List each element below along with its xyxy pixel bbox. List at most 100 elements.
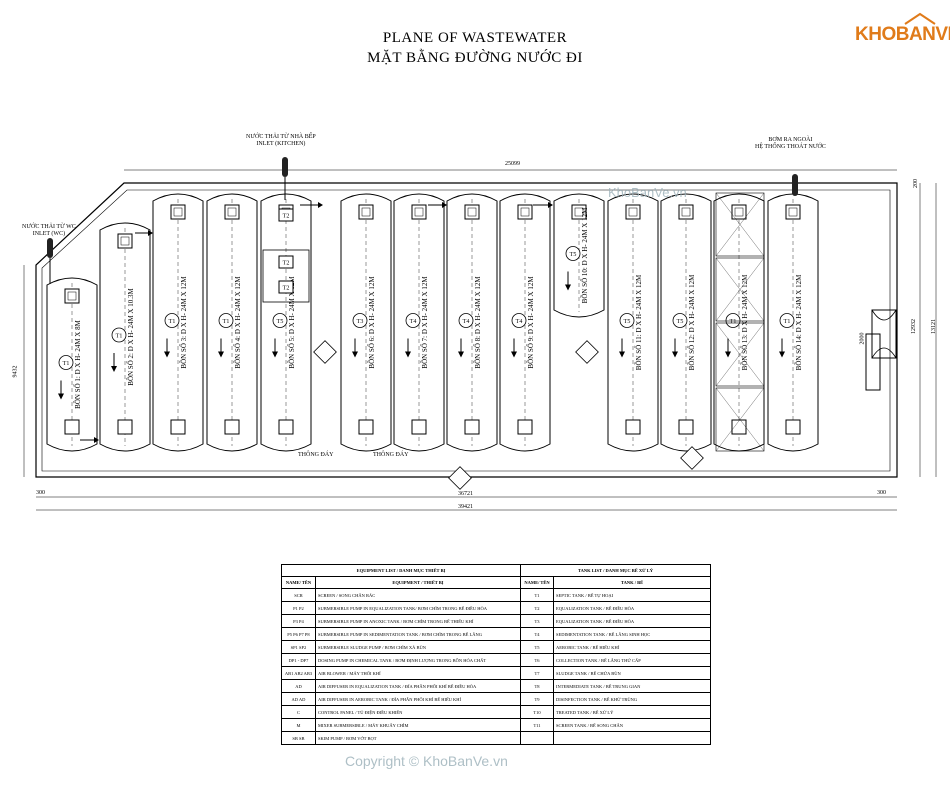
dim-top: 25099 <box>505 161 520 167</box>
tank-code: T9 <box>520 692 555 706</box>
flow-arrow-head <box>405 351 411 358</box>
transfer-arrow-head <box>442 202 447 208</box>
manhole-bottom <box>678 419 694 435</box>
flow-arrow-head <box>111 366 117 372</box>
manhole-top <box>170 204 186 220</box>
tank-desc: SEDIMENTATION TANK / BỂ LẮNG SINH HỌC <box>553 627 712 641</box>
tank-code: T1 <box>784 319 791 325</box>
title-vietnamese: MẶT BẰNG ĐƯỜNG NƯỚC ĐI <box>367 50 583 66</box>
flow-arrow-head <box>779 351 785 358</box>
equipment-code: SB SB <box>281 731 316 745</box>
tank-desc <box>553 731 712 745</box>
dim-left-margin: 300 <box>36 490 45 496</box>
tank-code: T3 <box>357 319 364 325</box>
tank-code: T10 <box>520 705 555 719</box>
filter-diagonal <box>715 322 765 387</box>
tank-name: BỒN SỐ 9: D X H- 24M X 12M <box>527 276 535 369</box>
tank-desc: TREATED TANK / BỂ XỬ LÝ <box>553 705 712 719</box>
tank-code-circle <box>511 313 527 328</box>
tank-name: BỒN SỐ 14: D X H- 24M X 12M <box>795 274 803 370</box>
tank-11: BỒN SỐ 11: D X H- 24M X 12M T5 <box>607 193 659 452</box>
manhole-top-inner <box>467 207 477 217</box>
equipment-header: EQUIPMENT LIST / DANH MỤC THIẾT BỊ <box>280 564 522 577</box>
tank-name: BỒN SỐ 10: D X H- 24M X 12M <box>581 207 589 303</box>
dim-right-margin: 300 <box>877 490 886 496</box>
tank-code: T1 <box>116 334 123 340</box>
tank-header: TANK LIST / DANH MỤC BỂ XỬ LÝ <box>520 564 712 577</box>
manhole-top <box>785 204 801 220</box>
equipment-code: AD <box>281 679 316 693</box>
inlet-kitchen-pipe <box>282 157 288 177</box>
flow-arrow-head <box>272 351 278 358</box>
flow-arrow-head <box>511 351 517 358</box>
tank-code-circle <box>164 313 180 328</box>
manhole-bottom <box>517 419 533 435</box>
tank-name: BỒN SỐ 11: D X H- 24M X 12M <box>635 274 643 370</box>
manhole-top <box>464 204 480 220</box>
tank-desc: INTERMEDIATE TANK / BỂ TRUNG GIAN <box>553 679 712 693</box>
equipment-desc: AIR DIFFUSER IN EQUALIZATION TANK / ĐĨA … <box>314 679 522 693</box>
tank-name: BỒN SỐ 12: D X H- 24M X 12M <box>688 274 696 370</box>
flow-arrow-head <box>672 351 678 358</box>
equipment-desc: SUBMERSIBLE PUMP IN SEDIMENTATION TANK /… <box>314 627 522 641</box>
flow-arrow-head <box>458 351 464 358</box>
control-box-4 <box>448 466 472 490</box>
watermark-top: KhoBanVe.vn <box>608 185 687 200</box>
tank-code-circle <box>111 327 127 343</box>
dim-inner: 36721 <box>458 491 473 497</box>
transfer-arrow-head <box>318 202 323 208</box>
manhole-top-inner <box>120 236 130 246</box>
tank-name: BỒN SỐ 1: D X H- 24M X 8M <box>74 319 82 408</box>
flow-arrow-head <box>725 351 731 358</box>
dim-right-small: 2000 <box>859 332 866 345</box>
equipment-code: AB1 AB2 AB3 <box>281 666 316 680</box>
manhole-bottom <box>170 419 186 435</box>
tank-code: T5 <box>624 319 631 325</box>
pump-tag: T2 <box>283 261 290 267</box>
manhole-bottom <box>411 419 427 435</box>
control-box-1 <box>313 340 337 364</box>
tank-code: T5 <box>570 252 577 258</box>
tank-code: T3 <box>520 614 555 628</box>
equipment-code: M <box>281 718 316 732</box>
tank-code: T1 <box>730 319 737 325</box>
transfer-arrow-head <box>148 230 153 236</box>
site-inner-boundary <box>41 189 891 472</box>
manhole-bottom <box>464 419 480 435</box>
manhole-top-inner <box>227 207 237 217</box>
manhole-bottom <box>625 419 641 435</box>
manhole-top <box>571 204 587 220</box>
col-equipment: EQUIPMENT / THIẾT BỊ <box>314 576 522 589</box>
tank-name: BỒN SỐ 7: D X H- 24M X 12M <box>421 276 429 369</box>
filter-cell <box>715 192 765 257</box>
manhole-bottom <box>224 419 240 435</box>
filter-diagonal <box>715 257 765 322</box>
tank-name: BỒN SỐ 8: D X H- 24M X 12M <box>474 276 482 369</box>
equipment-tank-table: EQUIPMENT LIST / DANH MỤC THIẾT BỊ TANK … <box>280 564 712 745</box>
tank-name: BỒN SỐ 4: D X H- 24M X 12M <box>234 276 242 369</box>
manhole-top <box>224 204 240 220</box>
logo-text: KHOBANVE <box>855 24 950 45</box>
tank-code: T4 <box>516 319 523 325</box>
pump-tag-box <box>278 208 294 222</box>
filter-diagonal <box>715 387 765 452</box>
tank-code-circle <box>779 313 795 328</box>
manhole-bottom <box>731 419 747 435</box>
equipment-desc: SUBMERSIBLE SLUDGE PUMP / BƠM CHÌM XẢ BÙ… <box>314 640 522 654</box>
transfer-arrow-head <box>548 202 553 208</box>
manhole-top-inner <box>734 207 744 217</box>
dim-top-right: 200 <box>913 179 919 188</box>
manhole-top-inner <box>628 207 638 217</box>
